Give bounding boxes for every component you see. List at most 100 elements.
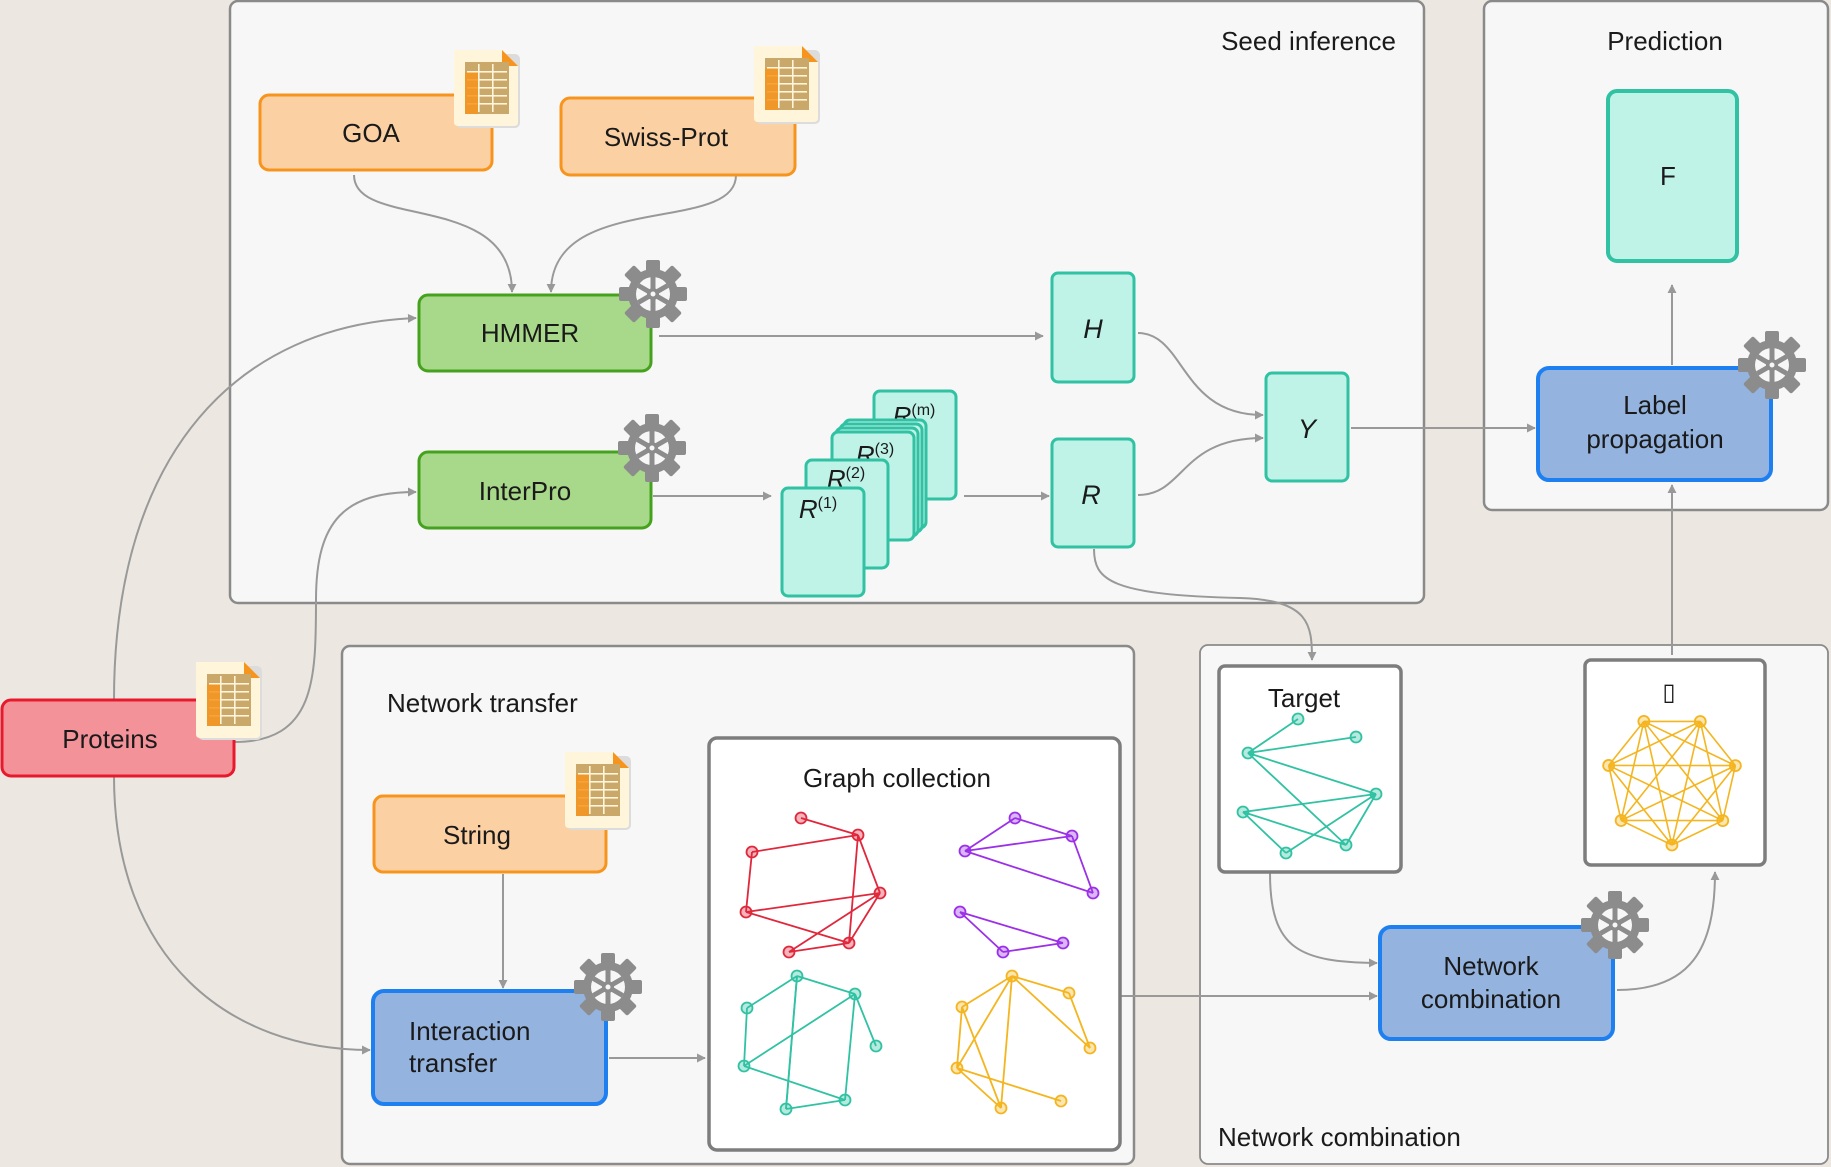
graph-edge: [796, 975, 856, 995]
graph-node: [1054, 1094, 1068, 1108]
panel-title-network-transfer: Network transfer: [387, 688, 578, 718]
graph-node: [1083, 1041, 1097, 1055]
arrow-r-to-target: [1093, 548, 1317, 661]
graph-node: [996, 945, 1010, 959]
graph-edge: [961, 1006, 1002, 1109]
graph-node: [1349, 730, 1363, 744]
graph-node: [1065, 829, 1079, 843]
graph-edge: [743, 993, 856, 1067]
graph-edge: [1620, 764, 1736, 822]
graph-node: [1602, 759, 1616, 772]
graph-edge: [743, 1007, 748, 1067]
graph-edge: [1071, 835, 1094, 894]
graph-edge: [1011, 975, 1070, 994]
graph-node: [1241, 746, 1255, 760]
proteins-node: Proteins: [0, 662, 262, 778]
matrix-r: R: [1050, 437, 1136, 549]
label-propagation-label-line2: propagation: [1586, 424, 1723, 454]
graph-node: [739, 905, 753, 919]
goa-node: GOA: [258, 50, 520, 172]
graph-edge: [746, 975, 798, 1009]
graph-purple: [953, 811, 1100, 959]
graph-node: [1056, 936, 1070, 950]
network-combination-label-line2: combination: [1421, 984, 1561, 1014]
graph-node: [790, 969, 804, 983]
graph-node: [838, 1093, 852, 1107]
arrow-proteins-to-hmmer: [113, 313, 417, 701]
graph-edge: [1620, 721, 1645, 821]
hmmer-label: HMMER: [481, 318, 579, 348]
graph-edge: [1671, 765, 1737, 846]
graph-edge: [1699, 721, 1724, 821]
graph-edge: [1620, 819, 1673, 846]
graph-edge: [785, 1099, 846, 1110]
graph-combined: [1602, 715, 1742, 852]
graph-edge: [1242, 793, 1377, 813]
graph-edge: [1608, 764, 1673, 846]
swissprot-label: Swiss-Prot: [604, 122, 729, 152]
matrix-f: F: [1606, 89, 1739, 263]
graph-edge: [1607, 765, 1622, 821]
interaction-transfer-node: Interaction transfer: [371, 953, 642, 1106]
graph-edge: [745, 911, 850, 944]
database-table-icon: [754, 46, 820, 124]
interaction-transfer-label-line2: transfer: [409, 1048, 497, 1078]
graph-node: [1005, 969, 1019, 983]
graph-edge: [964, 850, 1094, 894]
graph-edge: [964, 817, 1016, 852]
target-graph-box: Target: [1217, 664, 1403, 874]
matrix-r-label: R: [1081, 480, 1101, 510]
graph-edge: [956, 1006, 963, 1069]
gear-icon: [619, 260, 687, 328]
database-table-icon: [565, 752, 631, 830]
graph-edge: [788, 892, 881, 953]
graph-edge: [1643, 720, 1724, 822]
graph-edge: [964, 835, 1073, 852]
graph-node: [740, 1001, 754, 1015]
graph-edge: [1247, 752, 1377, 795]
gear-icon: [618, 414, 686, 482]
graph-node: [1637, 715, 1651, 728]
graph-node: [873, 886, 887, 900]
graph-yellow: [950, 969, 1097, 1115]
graph-node: [1008, 811, 1022, 825]
matrix-y-label: Y: [1298, 414, 1318, 444]
graph-edge: [1671, 819, 1724, 846]
combined-graph-box: ▯: [1583, 658, 1767, 867]
graph-edge: [745, 851, 753, 913]
string-node: String: [372, 752, 631, 874]
swissprot-node: Swiss-Prot: [559, 46, 820, 177]
graph-edge: [959, 911, 1004, 953]
svg-text:R(1): R(1): [799, 494, 837, 524]
hmmer-node: HMMER: [417, 260, 687, 373]
target-label: Target: [1268, 683, 1341, 713]
graph-node: [848, 987, 862, 1001]
connectors: [113, 174, 1720, 1063]
arrow-target-to-network-combination: [1269, 872, 1378, 968]
graph-edge: [857, 834, 881, 894]
arrow-network-combination-to-combined: [1616, 871, 1720, 991]
panel-title-seed-inference: Seed inference: [1221, 26, 1396, 56]
graph-node: [953, 905, 967, 919]
interaction-transfer-label-line1: Interaction: [409, 1016, 530, 1046]
graph-node: [1693, 715, 1707, 728]
string-label: String: [443, 820, 511, 850]
graph-node: [994, 1101, 1008, 1115]
graph-node: [779, 1102, 793, 1116]
graph-node: [1728, 759, 1742, 773]
graph-edge: [1247, 718, 1299, 754]
graph-edge: [959, 911, 1064, 944]
graph-node: [1614, 814, 1628, 827]
matrix-f-label: F: [1660, 161, 1676, 191]
graph-collection-box: Graph collection: [707, 736, 1122, 1152]
graph-node: [1236, 805, 1250, 819]
graph-node: [1086, 886, 1100, 900]
interpro-node: InterPro: [417, 414, 686, 530]
graph-edge: [743, 1065, 846, 1101]
graph-edge: [844, 993, 856, 1101]
graph-edge: [1345, 793, 1377, 846]
graph-node: [1665, 838, 1679, 852]
graph-edge: [1608, 764, 1724, 822]
graph-node: [950, 1061, 964, 1075]
